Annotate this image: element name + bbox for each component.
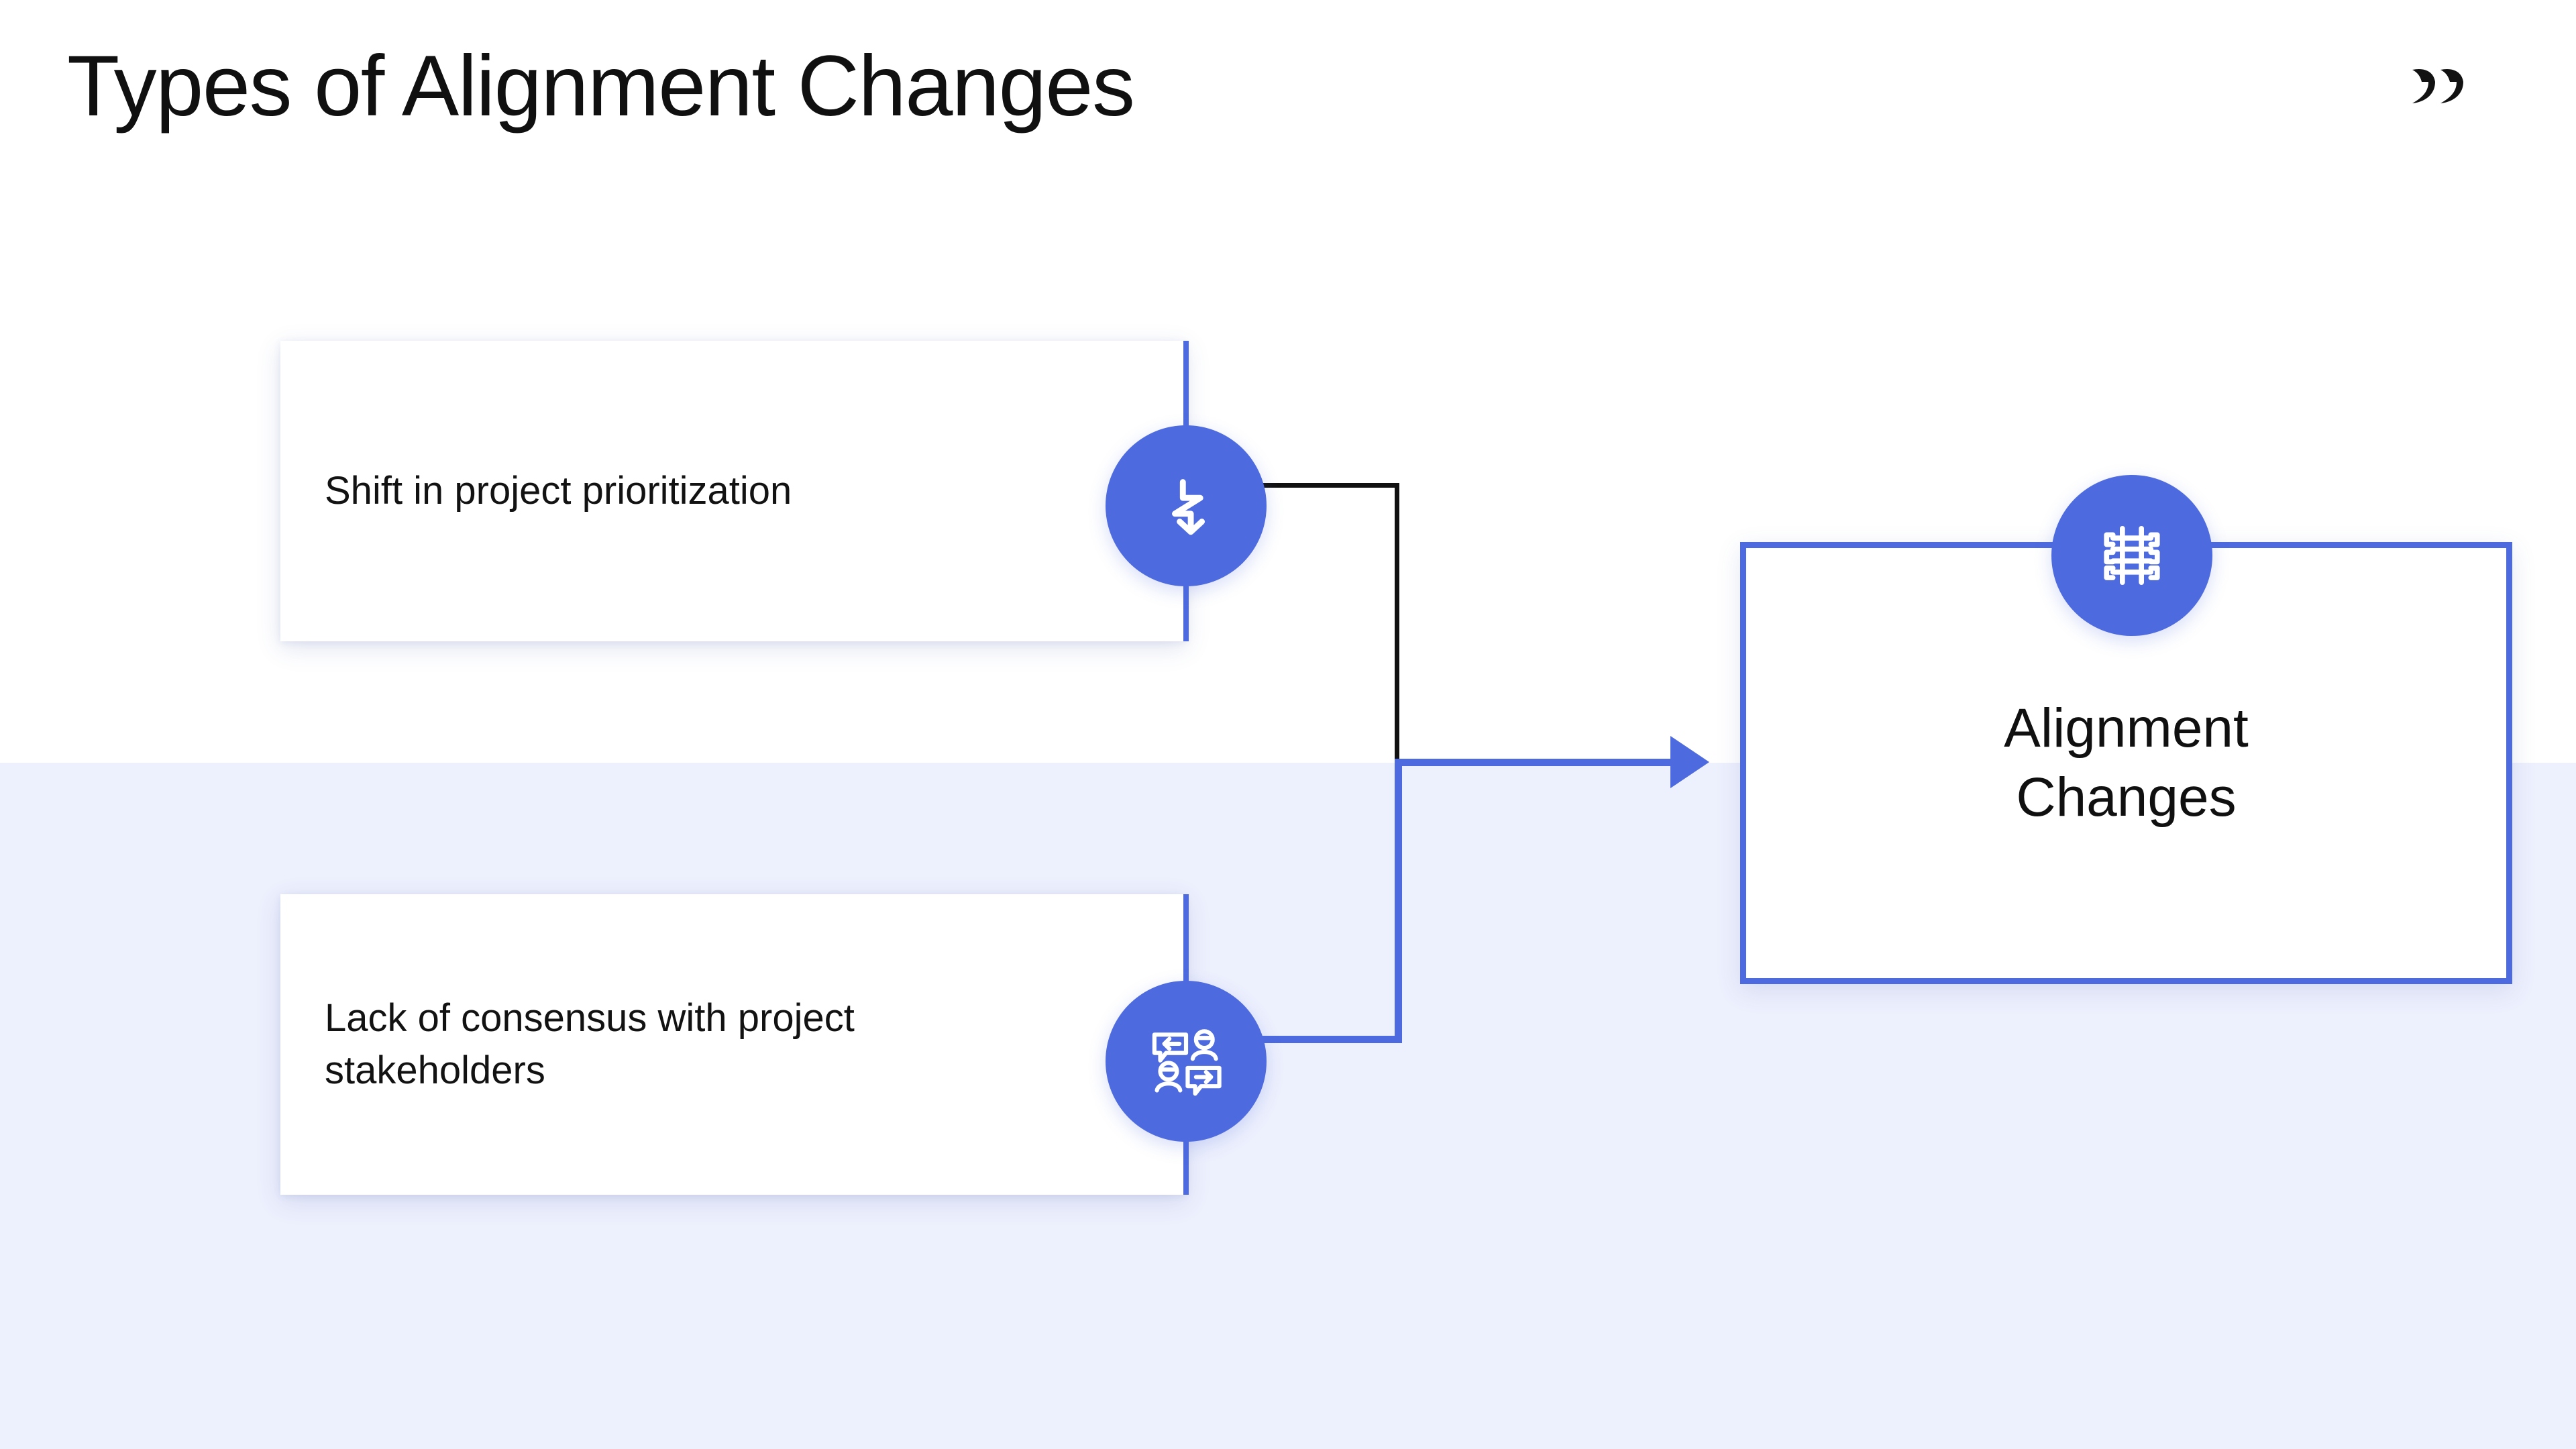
connector-upper-horizontal	[1261, 483, 1399, 488]
railroad-track-icon	[2051, 475, 2212, 636]
factor-card-label: Lack of consensus with project stakehold…	[325, 996, 855, 1092]
result-line-2: Changes	[2016, 766, 2237, 828]
company-logo-mark	[2402, 47, 2482, 121]
connector-lower-vertical	[1395, 763, 1402, 1043]
arrow-right-icon	[1670, 736, 1709, 788]
result-box-label: Alignment Changes	[2004, 694, 2249, 832]
connector-upper-vertical	[1395, 483, 1399, 765]
page-title: Types of Alignment Changes	[67, 38, 1135, 134]
connector-trunk-to-result	[1395, 759, 1683, 766]
factor-card[interactable]: Shift in project prioritization	[280, 341, 1186, 641]
factor-card-label: Shift in project prioritization	[325, 468, 792, 513]
stakeholder-discussion-icon	[1106, 981, 1267, 1142]
result-line-1: Alignment	[2004, 698, 2249, 759]
zigzag-down-arrow-icon	[1106, 425, 1267, 586]
connector-lower-horizontal	[1261, 1036, 1402, 1043]
factor-card[interactable]: Lack of consensus with project stakehold…	[280, 894, 1186, 1195]
